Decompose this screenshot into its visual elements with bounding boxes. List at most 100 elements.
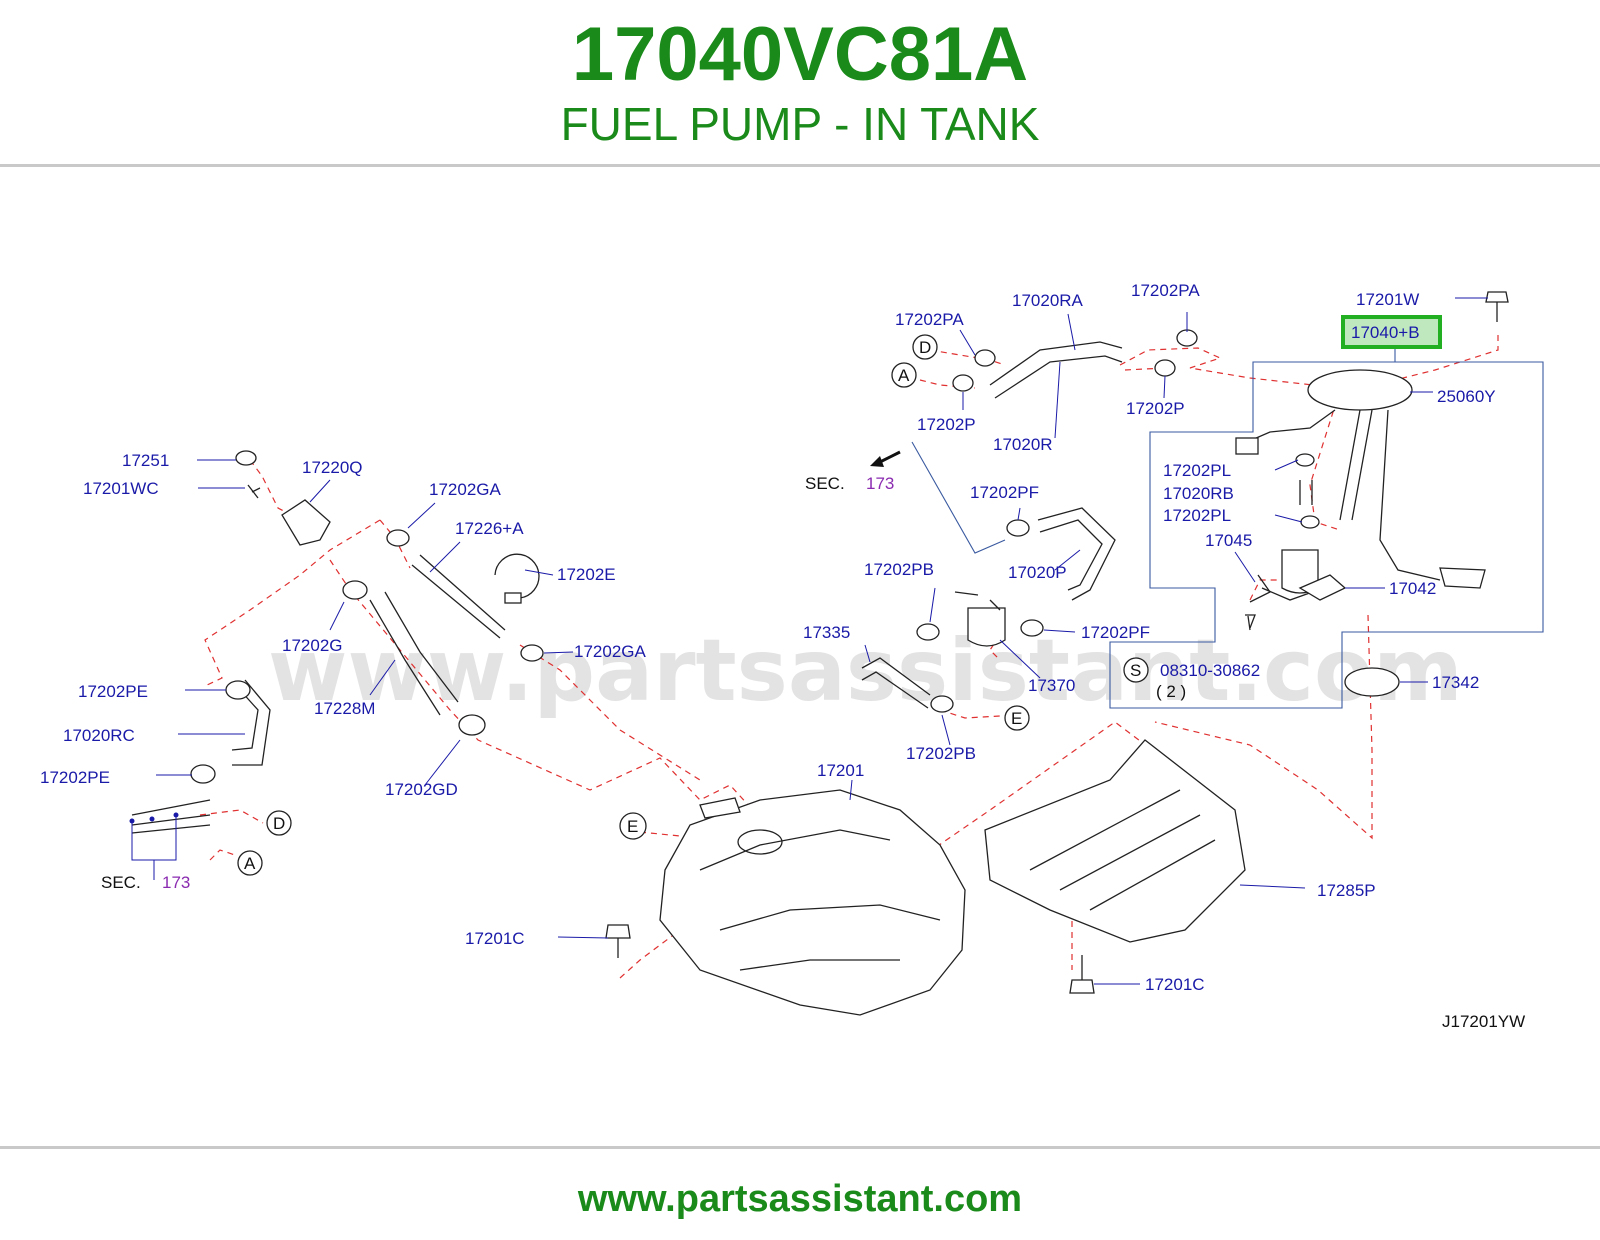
- section-ref-link[interactable]: 173: [162, 873, 190, 892]
- filler-hose-icon: [369, 591, 459, 716]
- callout-label[interactable]: 17201: [817, 761, 864, 780]
- connector-plug-icon: [1235, 437, 1259, 455]
- float-arm-icon: [1439, 567, 1486, 589]
- pump-bracket-icon: [1339, 409, 1441, 581]
- callout-label[interactable]: 17202PF: [970, 483, 1039, 502]
- hose-clamp-icon: [225, 680, 251, 700]
- callout-label[interactable]: 17370: [1028, 676, 1075, 695]
- callout-label[interactable]: 17202PA: [895, 310, 964, 329]
- callout-label[interactable]: 17202P: [917, 415, 976, 434]
- hose-clamp-icon: [386, 529, 410, 547]
- hose-rb-icon: [1299, 480, 1313, 505]
- highlight-box: [1341, 315, 1442, 349]
- callout-label[interactable]: 17020RC: [63, 726, 135, 745]
- connector-d-label: D: [273, 814, 285, 833]
- callout-label[interactable]: 17020RB: [1163, 484, 1234, 503]
- header-divider: [0, 164, 1600, 167]
- connector-a-marker: [237, 850, 263, 876]
- connector-a-marker: [891, 362, 917, 388]
- callout-label[interactable]: 17045: [1205, 531, 1252, 550]
- connector-d-label: D: [919, 338, 931, 357]
- hose-clamp-icon: [1300, 515, 1320, 529]
- band-clamp-icon: [494, 553, 540, 599]
- bolt-icon: [1069, 979, 1095, 994]
- callout-label[interactable]: 25060Y: [1437, 387, 1496, 406]
- callout-label[interactable]: 17202P: [1126, 399, 1185, 418]
- hose-clamp-icon: [1154, 359, 1176, 377]
- callout-label[interactable]: 17020P: [1008, 563, 1067, 582]
- callout-label[interactable]: 17202PL: [1163, 506, 1231, 525]
- pump-flange-icon: [1307, 369, 1413, 411]
- parts-diagram: www.partsassistant.com: [0, 270, 1600, 1080]
- callout-label[interactable]: 17202PB: [906, 744, 976, 763]
- hose-clamp-icon: [1020, 619, 1044, 637]
- bolt-icon: [1485, 291, 1509, 303]
- callout-label[interactable]: 17335: [803, 623, 850, 642]
- callout-label[interactable]: 17201W: [1356, 290, 1419, 309]
- fuel-tank-icon: [659, 789, 966, 1016]
- callout-label[interactable]: 17251: [122, 451, 169, 470]
- callout-label[interactable]: 17202GA: [429, 480, 501, 499]
- callout-label[interactable]: 17226+A: [455, 519, 524, 538]
- bolt-quantity: ( 2 ): [1156, 682, 1186, 701]
- fuel-filter-icon: [967, 607, 1006, 647]
- exploded-diagram-svg: www.partsassistant.com: [40, 281, 1544, 1031]
- callout-label[interactable]: 17228M: [314, 699, 375, 718]
- connector-a-label: A: [898, 366, 910, 385]
- connector-d-marker: [266, 810, 292, 836]
- footer-website-link[interactable]: www.partsassistant.com: [577, 1178, 1023, 1220]
- callout-label[interactable]: 17202PB: [864, 560, 934, 579]
- section-ref-link[interactable]: 173: [866, 474, 894, 493]
- callout-label[interactable]: 17020R: [993, 435, 1053, 454]
- callout-label[interactable]: 17201C: [465, 929, 525, 948]
- hose-clamp-icon: [458, 714, 486, 736]
- fuel-hose-ra-icon: [989, 341, 1123, 399]
- callout-label[interactable]: 17202PL: [1163, 461, 1231, 480]
- filler-neck-icon: [281, 499, 331, 546]
- hose-clamp-icon: [1295, 453, 1315, 467]
- fuel-hose-p-icon: [1037, 507, 1116, 601]
- callout-label[interactable]: 17201WC: [83, 479, 159, 498]
- callout-label[interactable]: 17220Q: [302, 458, 363, 477]
- callout-label[interactable]: 17202E: [557, 565, 616, 584]
- section-ref-prefix: SEC.: [101, 873, 141, 892]
- highlight-part-label[interactable]: 17040+B: [1351, 323, 1420, 342]
- connector-a-label: A: [244, 854, 256, 873]
- fuel-lines-icon: [131, 799, 211, 834]
- hose-clamp-icon: [974, 349, 996, 367]
- filler-cap-icon: [235, 450, 257, 466]
- callout-label[interactable]: 17342: [1432, 673, 1479, 692]
- return-hose-icon: [231, 679, 271, 766]
- callout-label[interactable]: 17202G: [282, 636, 343, 655]
- connector-d-marker: [912, 334, 938, 360]
- callout-label[interactable]: 17020RA: [1012, 291, 1084, 310]
- callout-labels: 17251 17201WC 17220Q 17202GA 17226+A 172…: [40, 281, 1525, 1031]
- callout-label[interactable]: 17202PE: [40, 768, 110, 787]
- hose-clamp-icon: [1006, 519, 1030, 537]
- bolt-symbol-marker: [1123, 657, 1149, 683]
- section-references: SEC. 173 SEC. 173: [101, 474, 894, 892]
- diagram-reference-code: J17201YW: [1442, 1012, 1525, 1031]
- footer-divider: [0, 1146, 1600, 1149]
- callout-label[interactable]: 17201C: [1145, 975, 1205, 994]
- hose-clamp-icon: [930, 695, 954, 713]
- part-number-title: 17040VC81A: [571, 12, 1029, 97]
- callout-label[interactable]: 17202PF: [1081, 623, 1150, 642]
- callout-label[interactable]: 08310-30862: [1160, 661, 1260, 680]
- callout-label[interactable]: 17202GD: [385, 780, 458, 799]
- hose-clamp-icon: [952, 374, 974, 392]
- connector-e-marker: [1004, 705, 1030, 731]
- callout-label[interactable]: 17202GA: [574, 642, 646, 661]
- connector-e-marker: [619, 812, 647, 840]
- callout-label[interactable]: 17042: [1389, 579, 1436, 598]
- hose-clamp-icon: [916, 623, 940, 641]
- callout-label[interactable]: 17285P: [1317, 881, 1376, 900]
- callout-label[interactable]: 17202PA: [1131, 281, 1200, 300]
- gasket-17342-icon: [1344, 667, 1400, 697]
- watermark: www.partsassistant.com: [268, 621, 1463, 721]
- connector-markers: D A E A D E S: [237, 334, 1149, 876]
- section-ref-prefix: SEC.: [805, 474, 845, 493]
- hose-17335-icon: [861, 657, 931, 709]
- callout-label[interactable]: 17202PE: [78, 682, 148, 701]
- hose-clamp-icon: [1176, 329, 1198, 347]
